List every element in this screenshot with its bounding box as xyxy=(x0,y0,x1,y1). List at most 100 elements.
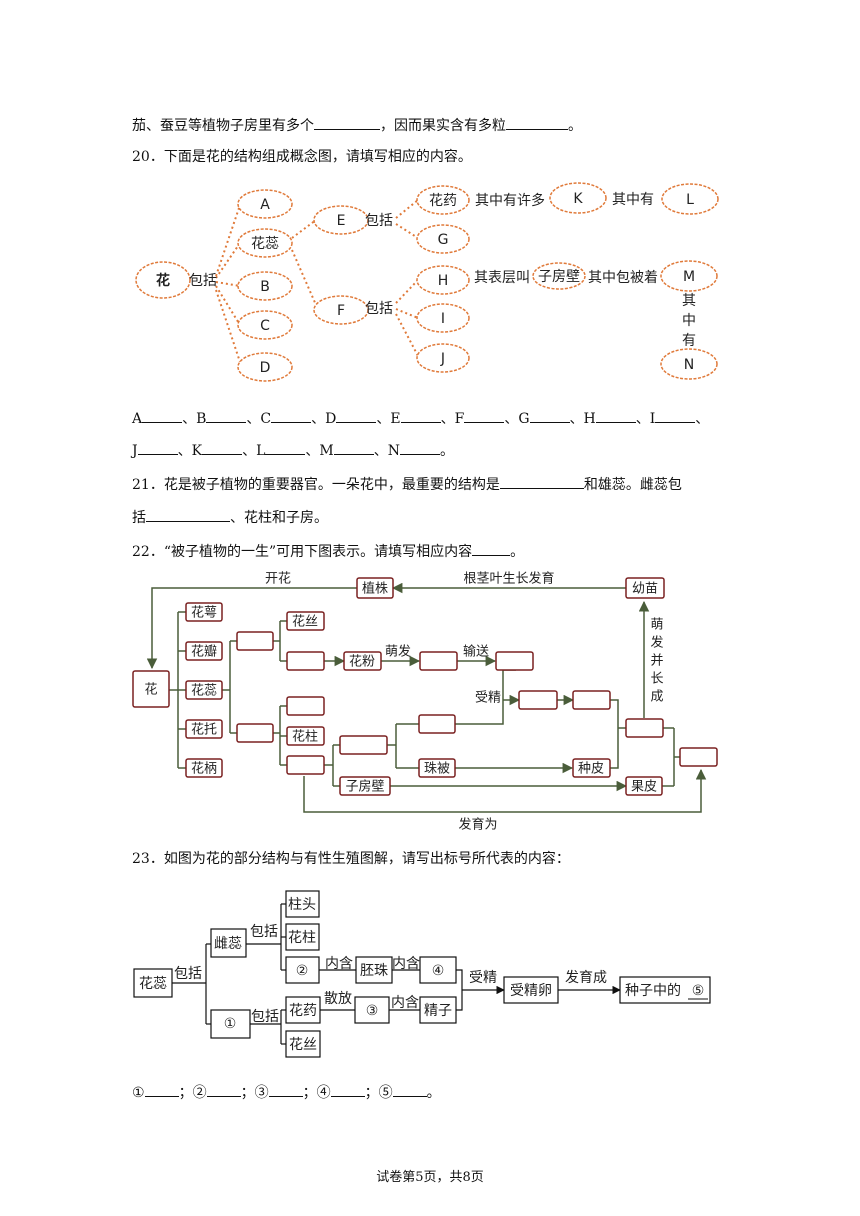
label-sep: ； xyxy=(178,1085,193,1101)
label-2: 并 xyxy=(650,654,663,669)
label-sep: ； xyxy=(364,1085,379,1101)
label-sep: 、 xyxy=(376,411,391,427)
label-4: 成 xyxy=(650,690,663,705)
answer-blank[interactable] xyxy=(655,408,696,423)
label-integument: 珠被 xyxy=(424,762,450,777)
label-zygote: 受精卵 xyxy=(510,983,552,999)
label-contain1: 内含 xyxy=(325,956,353,972)
label-germ: 萌发 xyxy=(385,644,411,660)
answer-blank[interactable] xyxy=(268,1082,303,1097)
q20-nodes xyxy=(135,182,719,382)
label-fert: 受精 xyxy=(469,970,497,986)
answer-blank[interactable] xyxy=(336,408,377,423)
label-pistil: 雌蕊 xyxy=(214,936,242,952)
label-end: 。 xyxy=(439,443,454,459)
label-pre: 茄、蚕豆等植物子房里有多个 xyxy=(132,118,314,134)
label-1: ② xyxy=(192,1085,207,1101)
answer-blank[interactable] xyxy=(506,115,568,130)
label-release: 散放 xyxy=(324,991,352,1007)
answer-blank[interactable] xyxy=(137,440,178,455)
label-4: ⑤ xyxy=(378,1085,393,1101)
label-sep: 、 xyxy=(440,411,455,427)
answer-blank[interactable] xyxy=(595,408,636,423)
label-0: 萌 xyxy=(650,618,663,633)
label-E-inc: 包括 xyxy=(365,213,393,229)
answer-blank[interactable] xyxy=(392,1082,427,1097)
label-style: 花柱 xyxy=(292,729,318,745)
label-seedcoat: 种皮 xyxy=(578,762,604,777)
answer-blank[interactable] xyxy=(142,408,183,423)
label-grow: 根茎叶生长发育 xyxy=(463,571,554,587)
answer-blank[interactable] xyxy=(333,440,374,455)
answer-blank[interactable] xyxy=(206,1082,241,1097)
q19-tail: 茄、蚕豆等植物子房里有多个，因而果实含有多粒。 xyxy=(132,115,582,135)
label-0: A xyxy=(132,411,143,427)
label-sep: 、 xyxy=(504,411,519,427)
label-receptacle: 花托 xyxy=(191,722,217,738)
label-post: 。 xyxy=(568,118,582,134)
label-E: E xyxy=(337,213,346,229)
answer-blank[interactable] xyxy=(399,440,440,455)
label-M: M xyxy=(683,269,695,285)
answer-blank[interactable] xyxy=(206,408,247,423)
label-flower: 花 xyxy=(144,682,157,698)
label-F-inc: 包括 xyxy=(365,301,393,317)
answer-blank[interactable] xyxy=(464,408,505,423)
answer-blank[interactable] xyxy=(499,474,584,489)
answer-blank[interactable] xyxy=(529,408,570,423)
answer-blank[interactable] xyxy=(146,507,230,522)
label-pericarp: 果皮 xyxy=(631,780,657,795)
label-develop: 发育成 xyxy=(565,970,607,986)
label-1: 中 xyxy=(682,313,696,329)
label-has: 其中有 xyxy=(612,192,654,208)
label-ovule: 胚珠 xyxy=(360,963,388,979)
label-3: ④ xyxy=(316,1085,331,1101)
label-line2-pre: 括 xyxy=(132,510,146,526)
label-stamen: 花蕊 xyxy=(251,236,279,252)
label-n4: ④ xyxy=(432,963,445,979)
answer-blank[interactable] xyxy=(400,408,441,423)
q20-answers-row1: A、B、C、D、E、F、G、H、I、 xyxy=(132,408,709,428)
label-C: C xyxy=(260,318,270,334)
answer-blank[interactable] xyxy=(265,440,306,455)
label-H: H xyxy=(438,273,449,289)
label-13: N xyxy=(387,443,400,459)
label-sep: 、 xyxy=(695,411,710,427)
label-stamen: 花蕊 xyxy=(191,683,217,699)
answer-blank[interactable] xyxy=(472,541,511,556)
label-2: C xyxy=(260,411,272,427)
label-5: F xyxy=(454,411,465,427)
q23-diagram xyxy=(172,903,621,1045)
label-sep: ； xyxy=(240,1085,255,1101)
label-anther: 花药 xyxy=(289,1003,317,1019)
answer-blank[interactable] xyxy=(314,115,380,130)
answer-blank[interactable] xyxy=(202,440,243,455)
q23-stem: 23．如图为花的部分结构与有性生殖图解，请写出标号所代表的内容： xyxy=(132,851,570,867)
label-10: K xyxy=(191,443,203,459)
label-sep: 、 xyxy=(311,411,326,427)
answer-blank[interactable] xyxy=(144,1082,179,1097)
label-line1-post: 和雄蕊。雌蕊包 xyxy=(583,477,682,493)
label-stigma: 柱头 xyxy=(288,897,316,913)
label-0: ① xyxy=(132,1085,145,1101)
label-seedling: 幼苗 xyxy=(632,582,658,597)
label-1: 发 xyxy=(650,635,663,651)
label-sepal: 花萼 xyxy=(191,605,217,621)
answer-blank[interactable] xyxy=(330,1082,365,1097)
label-8: I xyxy=(649,411,656,427)
label-11: L xyxy=(256,443,266,459)
node-flower xyxy=(135,261,191,299)
label-end: 。 xyxy=(426,1085,441,1101)
label-inc1: 包括 xyxy=(174,966,202,982)
label-3: 长 xyxy=(650,672,663,687)
label-contain3: 内含 xyxy=(391,995,419,1011)
answer-blank[interactable] xyxy=(271,408,312,423)
label-n3: ③ xyxy=(366,1003,379,1019)
label-n1: ① xyxy=(224,1016,237,1032)
label-9: J xyxy=(132,443,138,459)
label-fert: 受精 xyxy=(475,691,501,706)
q21-line1: 21．花是被子植物的重要器官。一朵花中，最重要的结构是和雄蕊。雌蕊包 xyxy=(132,474,682,494)
label-ovary-wall: 子房壁 xyxy=(538,269,580,285)
label-F: F xyxy=(337,303,345,319)
label-3: D xyxy=(325,411,337,427)
